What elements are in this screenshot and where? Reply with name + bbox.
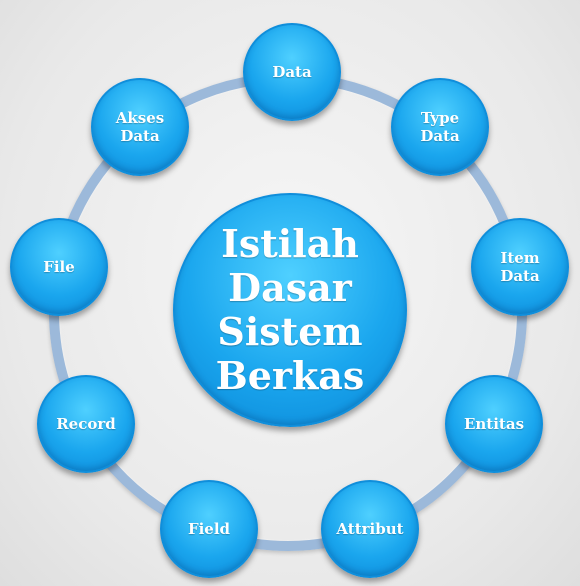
- center-topic-label: Istilah Dasar Sistem Berkas: [215, 221, 365, 398]
- node-akses-data: Akses Data: [91, 78, 189, 176]
- node-type-data: Type Data: [391, 78, 489, 176]
- node-label: Record: [56, 415, 116, 433]
- node-file: File: [10, 218, 108, 316]
- node-label: Akses Data: [115, 109, 165, 145]
- node-label: Item Data: [500, 249, 540, 285]
- node-entitas: Entitas: [445, 375, 543, 473]
- node-data: Data: [243, 23, 341, 121]
- node-label: Type Data: [420, 109, 460, 145]
- node-item-data: Item Data: [471, 218, 569, 316]
- center-topic: Istilah Dasar Sistem Berkas: [173, 193, 407, 427]
- node-field: Field: [160, 480, 258, 578]
- node-label: Entitas: [463, 415, 525, 433]
- node-label: Field: [187, 520, 231, 538]
- node-attribut: Attribut: [321, 480, 419, 578]
- node-label: Data: [272, 63, 312, 81]
- node-record: Record: [37, 375, 135, 473]
- node-label: File: [43, 258, 75, 276]
- node-label: Attribut: [336, 520, 404, 538]
